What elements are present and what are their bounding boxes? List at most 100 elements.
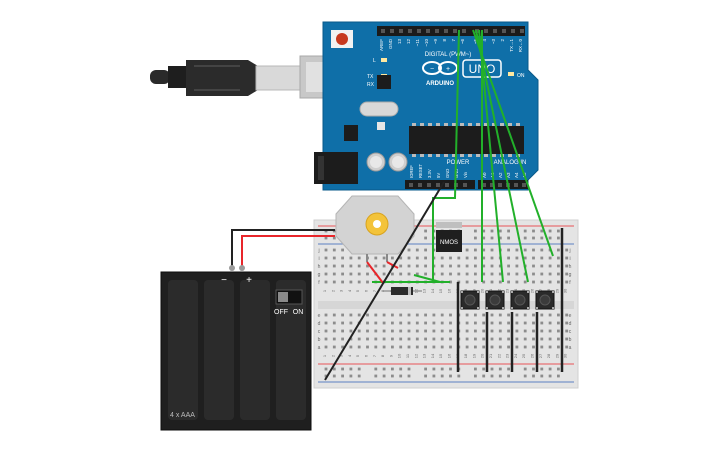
breadboard-hole[interactable] — [490, 264, 494, 268]
breadboard-hole[interactable] — [374, 345, 378, 349]
rail-hole[interactable] — [498, 367, 502, 371]
push-button[interactable] — [460, 290, 480, 310]
breadboard-hole[interactable] — [465, 272, 469, 276]
rail-hole[interactable] — [540, 229, 544, 233]
breadboard-hole[interactable] — [424, 256, 427, 260]
rail-hole[interactable] — [532, 367, 535, 371]
breadboard-hole[interactable] — [424, 321, 427, 325]
header-pin[interactable] — [427, 183, 431, 187]
breadboard-hole[interactable] — [532, 248, 535, 252]
breadboard-hole[interactable] — [557, 264, 560, 268]
rail-hole[interactable] — [507, 374, 510, 378]
breadboard-hole[interactable] — [557, 321, 560, 325]
breadboard-hole[interactable] — [399, 329, 403, 333]
rail-hole[interactable] — [374, 374, 378, 378]
rail-hole[interactable] — [548, 236, 552, 240]
rail-hole[interactable] — [324, 367, 328, 371]
rail-hole[interactable] — [332, 236, 336, 240]
breadboard-hole[interactable] — [366, 272, 369, 276]
rail-hole[interactable] — [474, 229, 477, 233]
rail-hole[interactable] — [357, 374, 361, 378]
breadboard-hole[interactable] — [465, 337, 469, 341]
breadboard-hole[interactable] — [341, 345, 344, 349]
breadboard-hole[interactable] — [349, 272, 353, 276]
breadboard-hole[interactable] — [432, 329, 436, 333]
breadboard-hole[interactable] — [415, 256, 419, 260]
breadboard-hole[interactable] — [407, 313, 411, 317]
rail-hole[interactable] — [474, 367, 477, 371]
rail-hole[interactable] — [498, 374, 502, 378]
rail-hole[interactable] — [407, 374, 411, 378]
breadboard-hole[interactable] — [424, 313, 427, 317]
dc-motor[interactable] — [335, 195, 415, 262]
breadboard-hole[interactable] — [366, 280, 369, 284]
breadboard-hole[interactable] — [565, 248, 569, 252]
rail-hole[interactable] — [332, 374, 336, 378]
breadboard-hole[interactable] — [440, 321, 444, 325]
wire-battery-minus[interactable] — [231, 229, 335, 268]
breadboard-hole[interactable] — [565, 313, 569, 317]
push-button[interactable] — [485, 290, 505, 310]
rail-hole[interactable] — [540, 367, 544, 371]
breadboard-hole[interactable] — [366, 321, 369, 325]
breadboard-hole[interactable] — [490, 337, 494, 341]
breadboard-hole[interactable] — [523, 345, 527, 349]
breadboard-hole[interactable] — [399, 256, 403, 260]
push-button[interactable] — [535, 290, 555, 310]
breadboard-hole[interactable] — [449, 313, 452, 317]
rail-hole[interactable] — [482, 229, 486, 233]
header-pin[interactable] — [390, 29, 394, 33]
breadboard-hole[interactable] — [457, 272, 461, 276]
breadboard-hole[interactable] — [507, 337, 510, 341]
breadboard-hole[interactable] — [465, 256, 469, 260]
header-pin[interactable] — [409, 183, 413, 187]
breadboard-hole[interactable] — [341, 248, 344, 252]
breadboard-hole[interactable] — [357, 345, 361, 349]
breadboard-hole[interactable] — [507, 321, 510, 325]
breadboard-hole[interactable] — [548, 272, 552, 276]
breadboard-hole[interactable] — [407, 248, 411, 252]
breadboard-hole[interactable] — [407, 321, 411, 325]
breadboard-hole[interactable] — [449, 280, 452, 284]
breadboard-hole[interactable] — [440, 337, 444, 341]
header-pin[interactable] — [463, 183, 467, 187]
breadboard-hole[interactable] — [415, 337, 419, 341]
breadboard-hole[interactable] — [424, 272, 427, 276]
push-button[interactable] — [510, 290, 530, 310]
header-pin[interactable] — [417, 29, 421, 33]
breadboard-hole[interactable] — [324, 256, 328, 260]
breadboard-hole[interactable] — [523, 329, 527, 333]
header-pin[interactable] — [453, 29, 457, 33]
rail-hole[interactable] — [391, 374, 394, 378]
breadboard-hole[interactable] — [357, 329, 361, 333]
breadboard-hole[interactable] — [366, 313, 369, 317]
rail-hole[interactable] — [324, 236, 328, 240]
breadboard-hole[interactable] — [523, 313, 527, 317]
breadboard-hole[interactable] — [474, 345, 477, 349]
rail-hole[interactable] — [424, 374, 427, 378]
breadboard-hole[interactable] — [457, 256, 461, 260]
breadboard-hole[interactable] — [415, 272, 419, 276]
breadboard-hole[interactable] — [366, 337, 369, 341]
breadboard-hole[interactable] — [540, 280, 544, 284]
breadboard-hole[interactable] — [490, 248, 494, 252]
breadboard-hole[interactable] — [415, 329, 419, 333]
rail-hole[interactable] — [440, 374, 444, 378]
breadboard-hole[interactable] — [565, 280, 569, 284]
breadboard-hole[interactable] — [341, 264, 344, 268]
rail-hole[interactable] — [424, 367, 427, 371]
breadboard-hole[interactable] — [382, 329, 386, 333]
breadboard-hole[interactable] — [507, 248, 510, 252]
wire-source[interactable] — [413, 274, 441, 283]
breadboard-hole[interactable] — [341, 280, 344, 284]
rail-hole[interactable] — [490, 374, 494, 378]
rail-hole[interactable] — [440, 367, 444, 371]
breadboard-hole[interactable] — [382, 264, 386, 268]
rail-hole[interactable] — [523, 374, 527, 378]
breadboard-hole[interactable] — [332, 272, 336, 276]
breadboard-hole[interactable] — [507, 272, 510, 276]
breadboard-hole[interactable] — [449, 337, 452, 341]
breadboard-hole[interactable] — [474, 272, 477, 276]
breadboard-hole[interactable] — [349, 256, 353, 260]
breadboard-hole[interactable] — [507, 345, 510, 349]
